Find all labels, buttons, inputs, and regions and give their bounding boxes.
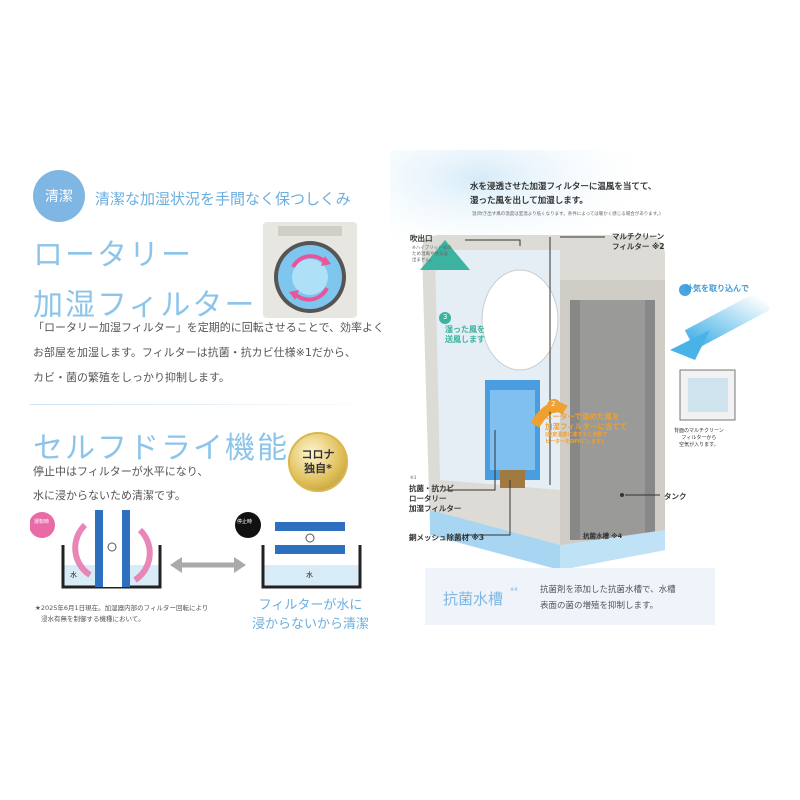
category-tag: 清潔 [33, 170, 85, 222]
rotary-label-line: ロータリー [409, 494, 447, 503]
selfdry-description: 停止中はフィルターが水平になり、 水に浸からないため清潔です。 [33, 460, 208, 508]
footnote-line: 浸水有無を制御する機種において。 [41, 615, 145, 623]
headline-line: 湿った風を出して加湿します。 [470, 196, 588, 206]
inflow-arrow-icon [684, 290, 771, 350]
rotary-filter-image [274, 226, 346, 313]
running-badge [30, 512, 55, 538]
rotary-label-mark: ※1 [410, 476, 417, 481]
back-filter-line: フィルターから [681, 435, 717, 441]
rotary-label-line: 抗菌・抗カビ [409, 484, 454, 493]
footnote-line: ★2025年6月1日現在。加湿器内部のフィルター回転により [35, 604, 209, 612]
step3-line: 湿った風を [445, 325, 485, 334]
step3-marker [439, 312, 451, 324]
step1-marker [679, 284, 691, 296]
rotary-filter-photo [263, 222, 357, 318]
box-title: 抗菌水槽 [443, 590, 504, 608]
box-body-line: 表面の菌の増殖を抑制します。 [540, 601, 659, 611]
stopped-badge [235, 512, 261, 538]
rotary-desc-line: カビ・菌の繁殖をしっかり抑制します。 [33, 371, 230, 384]
step2-note: ヒーターをOFFにします) [545, 439, 604, 445]
box-mark: ※4 [510, 587, 518, 593]
rotary-desc-line: お部屋を加湿します。フィルターは抗菌・抗カビ仕様※1だから、 [33, 346, 356, 359]
water-label-stopped: 水 [306, 571, 313, 579]
antibacterial-tray [430, 510, 560, 570]
badge-line2: 独自* [304, 462, 332, 475]
rotary-desc-line: 「ロータリー加湿フィルター」を定期的に回転させることで、効率よく [33, 321, 385, 334]
step2-text: ヒーターで温めた風を 加湿フィルターに当てて (設定湿度に達すると自動で ヒータ… [545, 412, 627, 446]
selfdry-desc-line: 停止中はフィルターが水平になり、 [33, 465, 209, 478]
right-headline: 水を浸透させた加湿フィルターに温風を当てて、 湿った風を出して加湿します。 [470, 180, 656, 208]
copper-mesh-label: 銅メッシュ除菌材 ※3 [409, 533, 485, 542]
selfdry-title: セルフドライ機能 [33, 431, 289, 466]
corona-original-badge: コロナ 独自* [288, 432, 348, 492]
selfdry-diagram [30, 510, 362, 589]
headline-line: 水を浸透させた加湿フィルターに温風を当てて、 [470, 182, 657, 192]
rotary-title-line2: 加湿フィルター [33, 288, 257, 323]
water-stopped [263, 565, 360, 587]
footnote: ★2025年6月1日現在。加湿器内部のフィルター回転により 浸水有無を制御する機… [35, 603, 208, 625]
step2-line: ヒーターで温めた風を [545, 412, 620, 421]
copper-mesh [500, 470, 525, 488]
back-filter-caption: 背面のマルチクリーン フィルターから 空気が入ります。 [674, 428, 724, 449]
step3-text: 湿った風を 送風します [445, 325, 485, 345]
headline-note: 温(吹き出す風の温度は室温より低くなります。条件によっては暖かく感じる場合があり… [472, 212, 661, 217]
tray-stopped [261, 545, 362, 589]
step2-line: 加湿フィルターに当てて [545, 422, 628, 431]
water-label-running: 水 [70, 571, 77, 579]
box-body: 抗菌剤を添加した抗菌水槽で、水槽 表面の菌の増殖を抑制します。 [540, 582, 676, 614]
step3-number: 3 [443, 313, 448, 321]
back-filter-line: 背面のマルチクリーン [674, 428, 724, 434]
step3-line: 送風します [445, 335, 485, 344]
rotary-title-line1: ロータリー [33, 238, 193, 273]
step2-note: (設定湿度に達すると自動で [545, 432, 608, 438]
outlet-note: ※ハイブリッド式の ため温風や蒸気は 出ません。 [412, 246, 452, 264]
badge-line1: コロナ [301, 448, 335, 461]
selfdry-caption: フィルターが水に 浸からないから清潔 [252, 596, 369, 634]
outlet-note-line: ため温風や蒸気は [412, 252, 448, 257]
multi-filter-label: マルチクリーン フィルター ※2 [612, 232, 664, 252]
caption-line: 浸からないから清潔 [252, 617, 370, 632]
humidifier-illustration [390, 150, 771, 570]
rotate-arrow-left-icon [72, 522, 92, 578]
step1-text: 外気を取り込んで [685, 284, 749, 293]
tank-label: タンク [664, 492, 687, 501]
rotary-filter-label: 抗菌・抗カビ ロータリー 加湿フィルター [409, 484, 461, 514]
box-body-line: 抗菌剤を添加した抗菌水槽で、水槽 [540, 585, 676, 595]
step2-marker [547, 399, 561, 413]
running-label: 運転時 [34, 519, 50, 525]
outlet-label: 吹出口 [410, 234, 433, 243]
outlet-note-line: 出ません。 [412, 258, 435, 263]
outlet-note-line: ※ハイブリッド式の [412, 246, 452, 251]
multi-filter-line: マルチクリーン [612, 232, 665, 241]
step1-number: 1 [672, 281, 677, 289]
back-filter-line: 空気が入ります。 [679, 442, 719, 448]
step2-number: 2 [551, 400, 556, 408]
multi-filter-line: フィルター ※2 [612, 242, 665, 251]
rotary-label-line: 加湿フィルター [409, 504, 462, 513]
tray-label: 抗菌水槽 ※4 [583, 532, 623, 540]
stopped-label: 停止時 [237, 519, 253, 525]
section-subtitle: 清潔な加湿状況を手間なく保つしくみ [95, 190, 351, 208]
caption-line: フィルターが水に [258, 598, 363, 613]
selfdry-desc-line: 水に浸からないため清潔です。 [33, 489, 186, 502]
rotary-description: 「ロータリー加湿フィルター」を定期的に回転させることで、効率よく お部屋を加湿し… [33, 315, 384, 390]
rotate-arrow-right-icon [133, 527, 153, 583]
antibacterial-tray-box: 抗菌水槽 ※4 抗菌剤を添加した抗菌水槽で、水槽 表面の菌の増殖を抑制します。 [425, 568, 715, 625]
section-divider [30, 404, 390, 405]
